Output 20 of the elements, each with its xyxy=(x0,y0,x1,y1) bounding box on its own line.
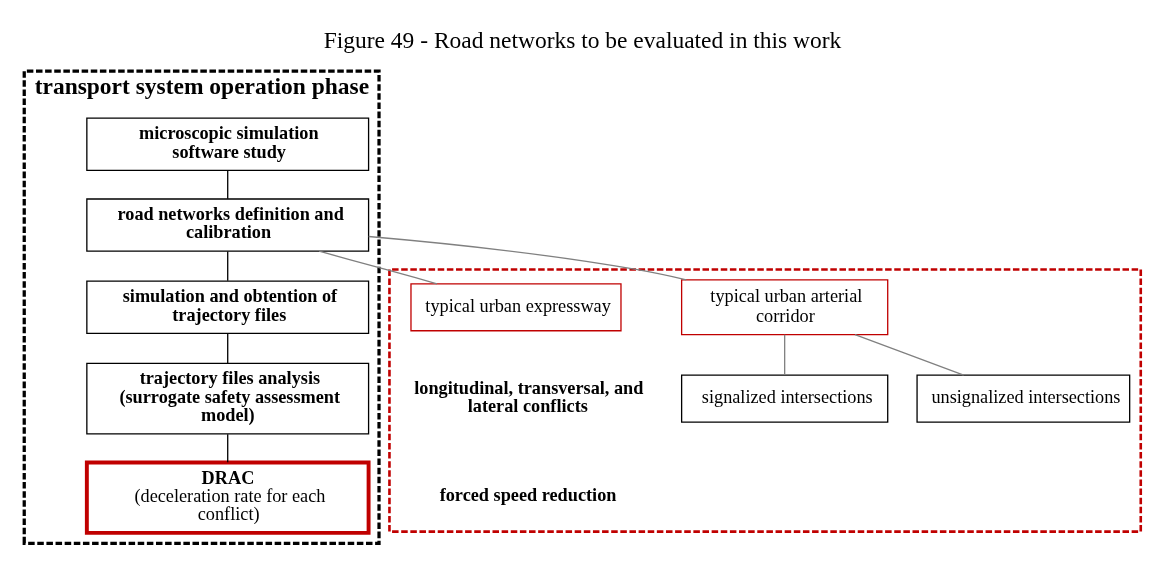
node-box: typical urban expressway xyxy=(410,282,622,331)
node-box: trajectory files analysis (surrogate safety assessment model) xyxy=(86,362,370,434)
connector xyxy=(227,332,229,364)
node-box: unsignalized intersections xyxy=(916,373,1131,423)
label: longitudinal, transversal, and lateral conflicts xyxy=(414,377,644,416)
node-box: DRAC (deceleration rate for each conflict) xyxy=(84,460,371,535)
node-box: simulation and obtention of trajectory files xyxy=(86,280,370,334)
connector xyxy=(784,333,786,375)
cluster xyxy=(388,267,1143,533)
connector xyxy=(368,235,687,280)
diagram-title: Figure 49 - Road networks to be evaluated in this work xyxy=(323,26,842,53)
node-box: microscopic simulation software study xyxy=(86,116,370,171)
node-box: typical urban arterial corridor xyxy=(681,278,889,335)
label: forced speed reduction xyxy=(439,484,617,505)
node-box: road networks definition and calibration xyxy=(86,197,370,252)
connector xyxy=(227,169,229,199)
connector xyxy=(227,433,229,463)
connector xyxy=(227,250,229,281)
node-box: signalized intersections xyxy=(681,373,889,423)
connector xyxy=(854,333,965,376)
